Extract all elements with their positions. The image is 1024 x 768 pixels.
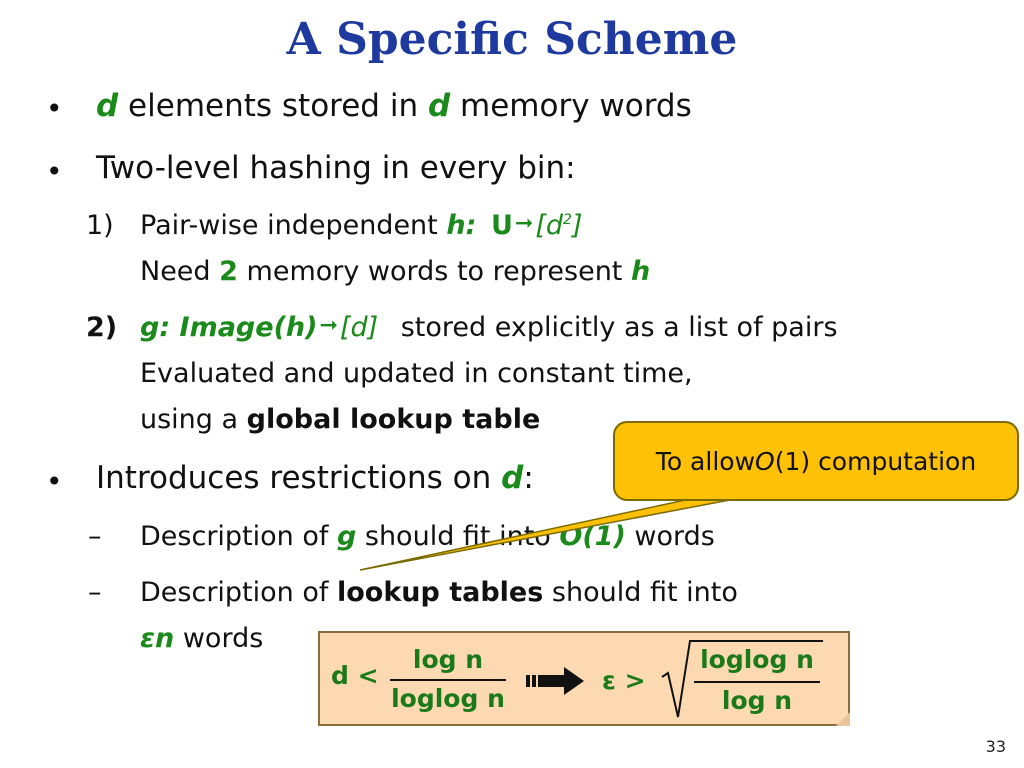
bullet-1-var1: d (96, 88, 119, 124)
callout-box: To allow O(1) computation (613, 421, 1019, 501)
numbered-1-line1: Pair-wise independent h: U➞[d2] (140, 210, 583, 241)
range-d: [d] (339, 312, 379, 343)
formula-den1: loglog n (391, 684, 505, 713)
bullet-3: Introduces restrictions on d: (96, 460, 534, 496)
formula-rel: ε > (602, 666, 646, 695)
lookup-tables: lookup tables (336, 577, 544, 608)
callout-pre: To allow (655, 446, 756, 476)
numbered-2-line3: using a global lookup table (140, 404, 540, 435)
bullet-1: d elements stored in d memory words (96, 88, 692, 124)
right-arrow-icon: ➞ (514, 211, 534, 236)
need-text: Need (140, 256, 220, 287)
hash-h-label: h: (446, 210, 477, 241)
bullet-marker: • (46, 155, 63, 188)
range-d2-close: ] (571, 210, 583, 241)
need-count: 2 (219, 256, 238, 287)
dash-1-var: g (336, 521, 357, 552)
using-text: using a (140, 404, 247, 435)
bullet-3-var: d (501, 460, 524, 496)
right-arrow-icon: ➞ (319, 313, 338, 338)
implies-arrow-icon (526, 667, 584, 695)
dash-marker: – (88, 577, 102, 608)
dash-marker: – (88, 521, 102, 552)
need-mid: memory words to represent (237, 256, 631, 287)
formula-lhs: d < (331, 661, 379, 690)
global-lookup-table: global lookup table (246, 404, 541, 435)
bullet-3-post: : (523, 460, 534, 496)
numbered-2-line2: Evaluated and updated in constant time, (140, 358, 693, 389)
range-d2-open: [d (535, 210, 564, 241)
bullet-2: Two-level hashing in every bin: (96, 150, 576, 186)
hash-g-label: g: Image(h) (140, 312, 318, 343)
sqrt-sign (661, 640, 823, 718)
callout-post: (1) computation (774, 446, 977, 476)
formula-den2: log n (721, 686, 793, 715)
bullet-marker: • (46, 465, 63, 498)
dash-2-line2-post: words (174, 623, 264, 654)
numbered-2-text: stored explicitly as a list of pairs (400, 312, 838, 343)
slide-title: A Specific Scheme (286, 14, 738, 65)
formula-num1: log n (412, 645, 484, 674)
numbered-1-text: Pair-wise independent (140, 210, 447, 241)
numbered-1-marker: 1) (86, 210, 114, 241)
dash-2-pre: Description of (140, 577, 337, 608)
formula-svg (390, 640, 850, 726)
numbered-1-line2: Need 2 memory words to represent h (140, 256, 650, 287)
bullet-3-text: Introduces restrictions on (96, 460, 502, 496)
slide-number: 33 (985, 737, 1006, 756)
dash-2-line2: εn words (140, 623, 263, 654)
dash-1-post: words (625, 521, 715, 552)
range-d2-sup: 2 (563, 212, 572, 228)
formula-num2: loglog n (700, 645, 814, 674)
need-var: h (630, 256, 651, 287)
numbered-2-line1: g: Image(h)➞[d] stored explicitly as a l… (140, 312, 838, 343)
dash-1-pre: Description of (140, 521, 337, 552)
folded-corner (836, 712, 850, 726)
bullet-1-var2: d (427, 88, 451, 124)
dash-2-post: should fit into (543, 577, 738, 608)
bullet-1-post: memory words (450, 88, 692, 124)
universe-u: U (490, 210, 513, 241)
dash-2: Description of lookup tables should fit … (140, 577, 738, 608)
epsilon-n: εn (140, 623, 175, 654)
callout-o: O (755, 446, 775, 476)
numbered-2-marker: 2) (86, 312, 118, 343)
bullet-marker: • (46, 92, 63, 125)
formula-box (318, 631, 850, 726)
bullet-1-mid: elements stored in (118, 88, 428, 124)
